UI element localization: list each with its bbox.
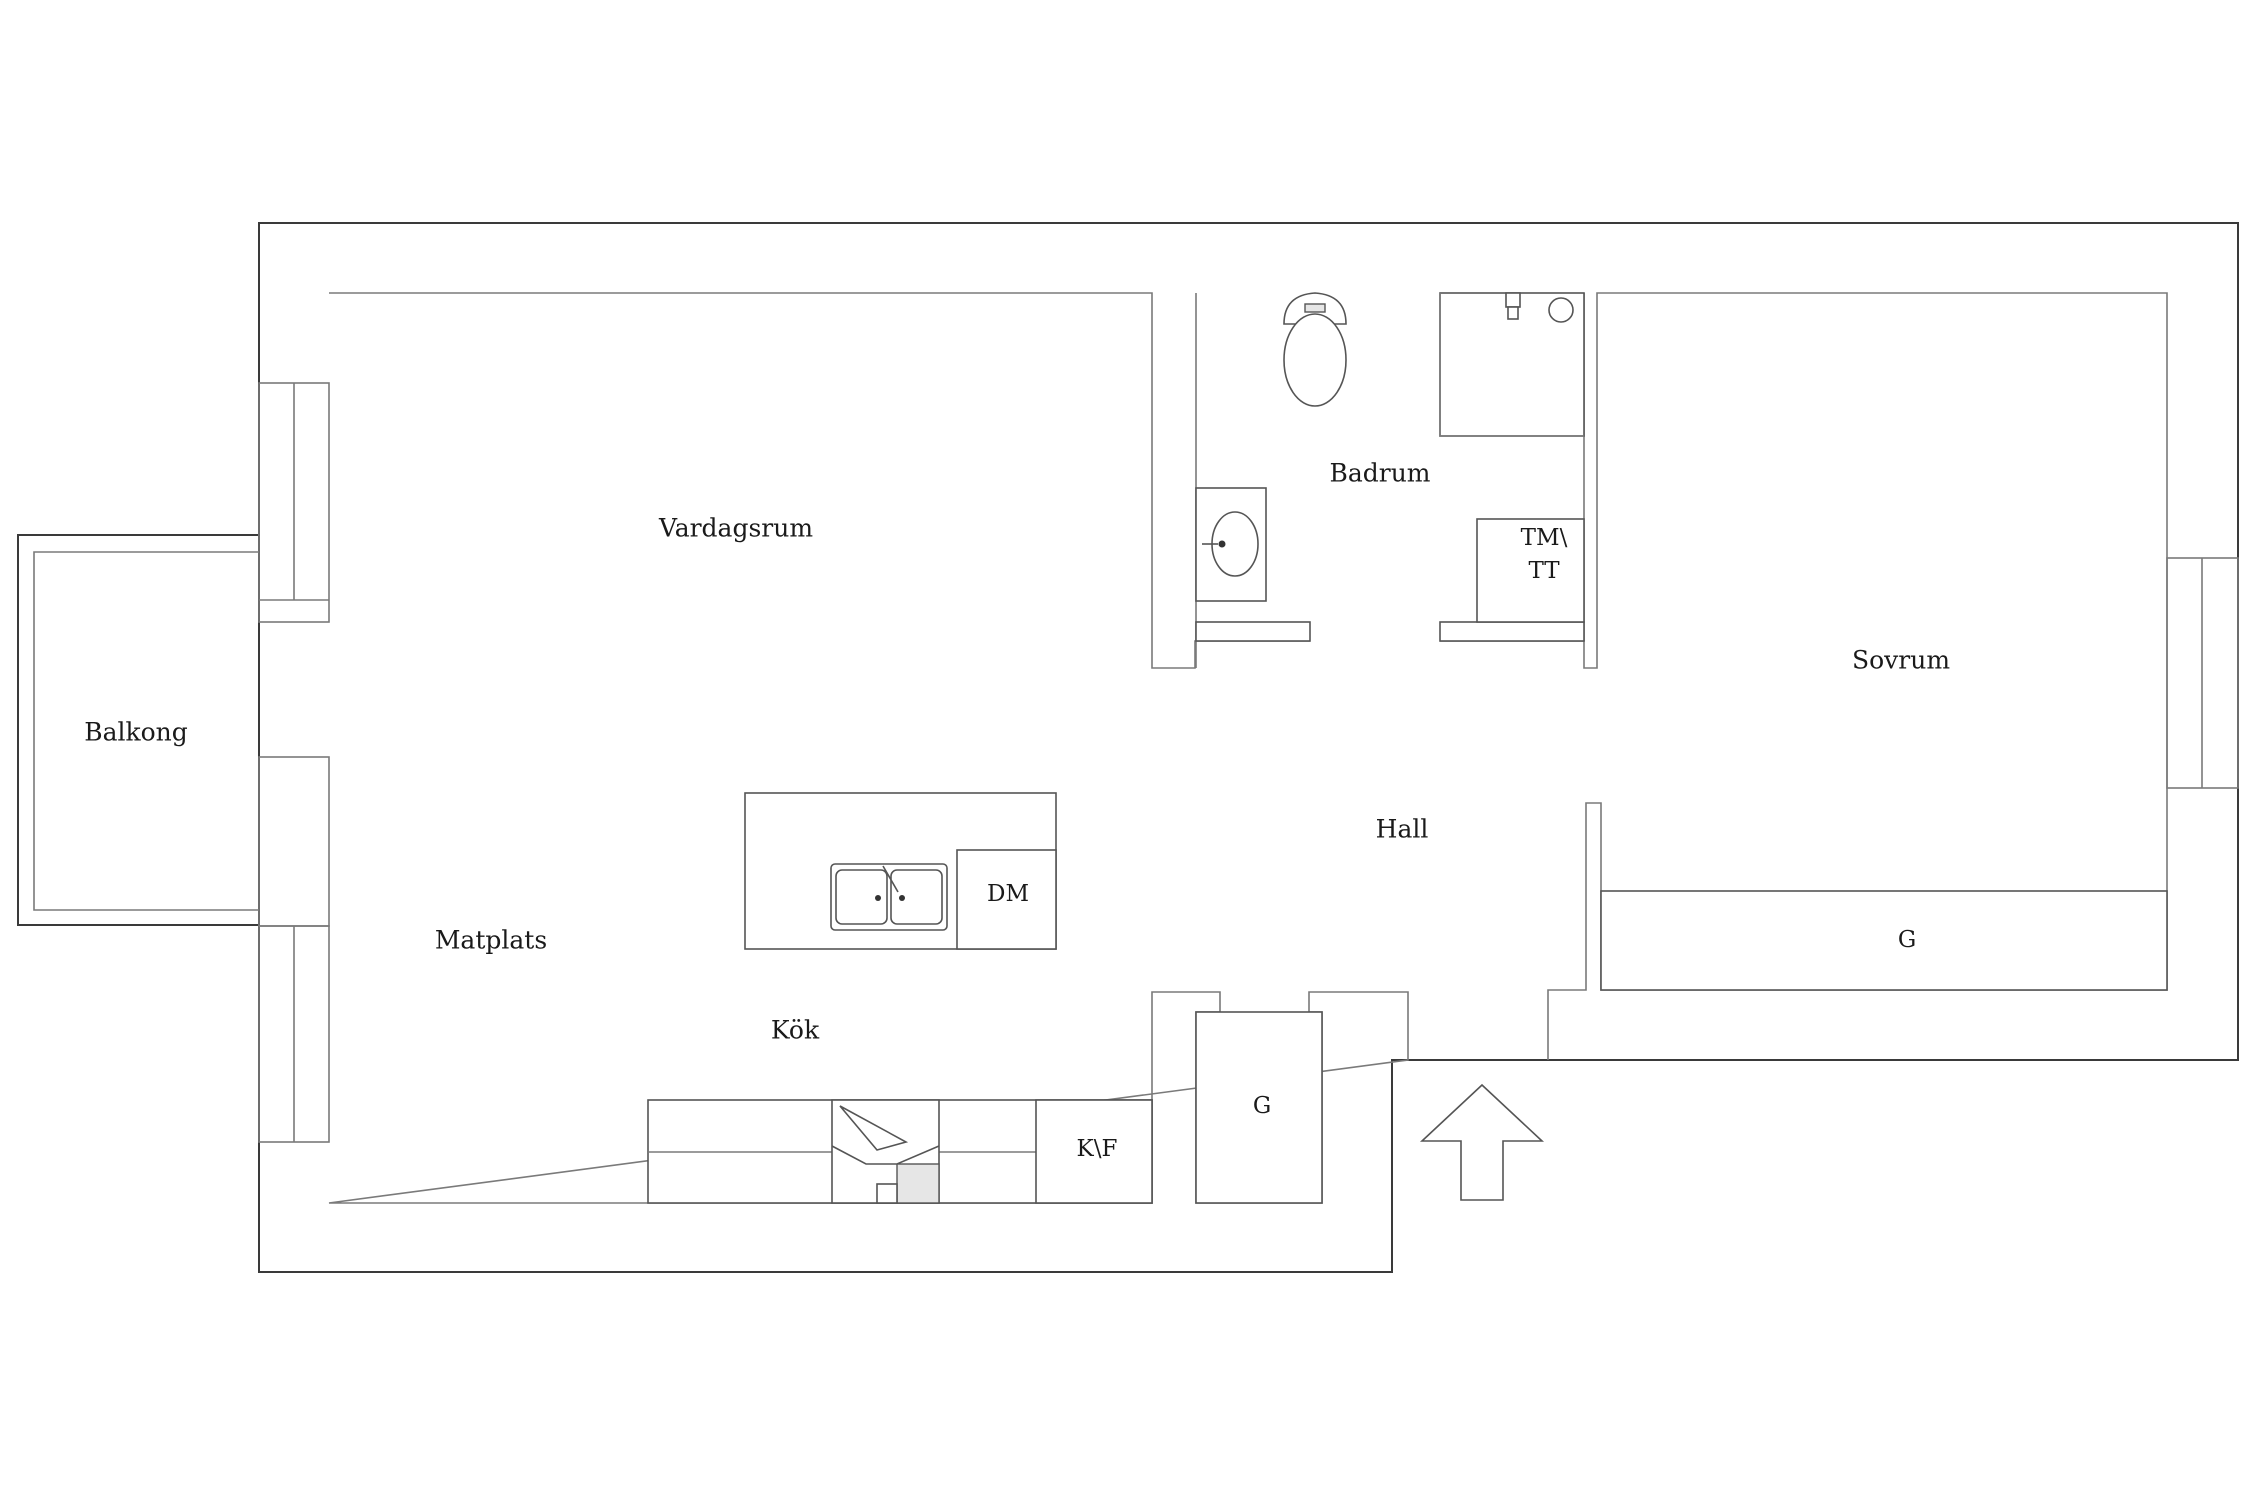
bathroom-fixtures <box>1195 292 1585 642</box>
washer-dryer <box>1476 518 1585 623</box>
label-fridge-freezer: K\F <box>1077 1136 1118 1162</box>
entrance-arrow-icon <box>1419 1083 1545 1201</box>
bathroom-wall-right <box>1439 621 1585 642</box>
label-wardrobe-bedroom: G <box>1898 927 1916 953</box>
dishwasher <box>956 849 1057 950</box>
room-label-balkong: Balkong <box>84 718 188 747</box>
label-dishwasher: DM <box>987 881 1029 907</box>
window-dining <box>258 756 330 927</box>
room-label-matplats: Matplats <box>435 926 547 955</box>
room-label-vardagsrum: Vardagsrum <box>658 514 813 543</box>
room-label-sovrum: Sovrum <box>1852 646 1950 675</box>
balcony <box>17 534 259 926</box>
bathroom-wall-left <box>1195 621 1311 642</box>
room-label-badrum: Badrum <box>1329 459 1430 488</box>
washbasin-icon <box>1195 487 1267 602</box>
label-washer: TM\ <box>1521 525 1568 551</box>
stove-icon <box>831 1099 940 1204</box>
fridge-freezer <box>1035 1099 1153 1204</box>
kitchen-counter <box>647 1099 1153 1204</box>
double-sink-icon <box>830 863 948 931</box>
windows <box>258 382 2239 1143</box>
room-label-kok: Kök <box>771 1016 820 1045</box>
shower-icon <box>1505 292 1574 323</box>
label-wardrobe-hall: G <box>1253 1093 1271 1119</box>
kitchen-island <box>744 792 1057 950</box>
wardrobe-hall <box>1195 1011 1323 1204</box>
room-label-hall: Hall <box>1376 815 1429 844</box>
label-dryer: TT <box>1528 558 1560 584</box>
wardrobe-bedroom <box>1600 890 2168 991</box>
toilet-icon <box>1283 292 1347 407</box>
